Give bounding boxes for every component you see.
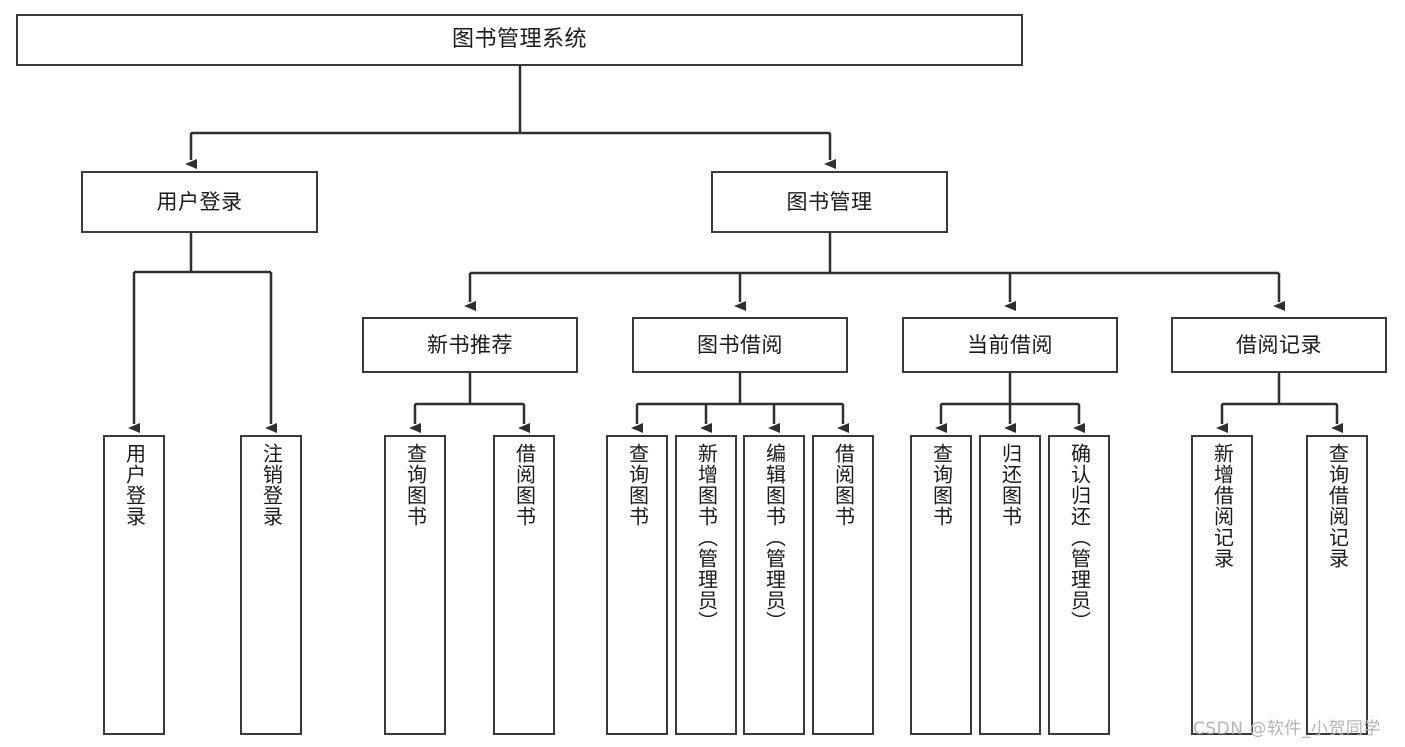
csdn-watermark: CSDN @软件_小贺同学 — [1193, 719, 1381, 739]
node-current-borrow[interactable]: 当前借阅 — [902, 317, 1118, 373]
node-leaf-add-borrow-record-label: 新增借阅记录 — [1210, 443, 1235, 569]
node-leaf-user-login[interactable]: 用户登录 — [103, 435, 165, 735]
node-user-login-label: 用户登录 — [156, 189, 243, 214]
node-leaf-return-book[interactable]: 归还图书 — [979, 435, 1041, 735]
node-leaf-user-login-label: 用户登录 — [122, 443, 147, 527]
node-leaf-add-book-label: 新增图书（管理员） — [694, 443, 719, 632]
node-leaf-borrow-book-2-label: 借阅图书 — [831, 443, 856, 527]
node-leaf-borrow-book-1-label: 借阅图书 — [512, 443, 537, 527]
node-leaf-borrow-book-2[interactable]: 借阅图书 — [812, 435, 874, 735]
node-leaf-query-borrow-record-label: 查询借阅记录 — [1325, 443, 1350, 569]
node-new-book-recommend[interactable]: 新书推荐 — [362, 317, 578, 373]
node-leaf-query-book-1-label: 查询图书 — [403, 443, 428, 527]
node-leaf-add-book[interactable]: 新增图书（管理员） — [675, 435, 737, 735]
node-book-management[interactable]: 图书管理 — [711, 171, 948, 233]
node-leaf-logout-login[interactable]: 注销登录 — [240, 435, 302, 735]
node-leaf-query-book-1[interactable]: 查询图书 — [384, 435, 446, 735]
node-leaf-query-book-3[interactable]: 查询图书 — [910, 435, 972, 735]
node-leaf-query-book-3-label: 查询图书 — [929, 443, 954, 527]
node-leaf-query-book-2-label: 查询图书 — [625, 443, 650, 527]
node-new-book-recommend-label: 新书推荐 — [427, 332, 513, 357]
node-borrow-record-label: 借阅记录 — [1236, 332, 1322, 357]
node-leaf-return-book-label: 归还图书 — [998, 443, 1023, 527]
node-leaf-query-borrow-record[interactable]: 查询借阅记录 — [1306, 435, 1368, 735]
node-root-label: 图书管理系统 — [451, 27, 587, 53]
node-leaf-logout-login-label: 注销登录 — [259, 443, 284, 527]
node-current-borrow-label: 当前借阅 — [967, 332, 1053, 357]
node-borrow-record[interactable]: 借阅记录 — [1171, 317, 1387, 373]
node-book-borrow[interactable]: 图书借阅 — [632, 317, 848, 373]
node-leaf-confirm-return[interactable]: 确认归还（管理员） — [1048, 435, 1110, 735]
node-leaf-query-book-2[interactable]: 查询图书 — [606, 435, 668, 735]
node-leaf-edit-book-label: 编辑图书（管理员） — [762, 443, 787, 632]
node-leaf-add-borrow-record[interactable]: 新增借阅记录 — [1191, 435, 1253, 735]
node-book-management-label: 图书管理 — [786, 189, 873, 214]
node-root[interactable]: 图书管理系统 — [16, 14, 1023, 66]
node-book-borrow-label: 图书借阅 — [697, 332, 783, 357]
node-leaf-confirm-return-label: 确认归还（管理员） — [1067, 443, 1092, 632]
node-user-login[interactable]: 用户登录 — [81, 171, 318, 233]
node-leaf-edit-book[interactable]: 编辑图书（管理员） — [743, 435, 805, 735]
node-leaf-borrow-book-1[interactable]: 借阅图书 — [493, 435, 555, 735]
